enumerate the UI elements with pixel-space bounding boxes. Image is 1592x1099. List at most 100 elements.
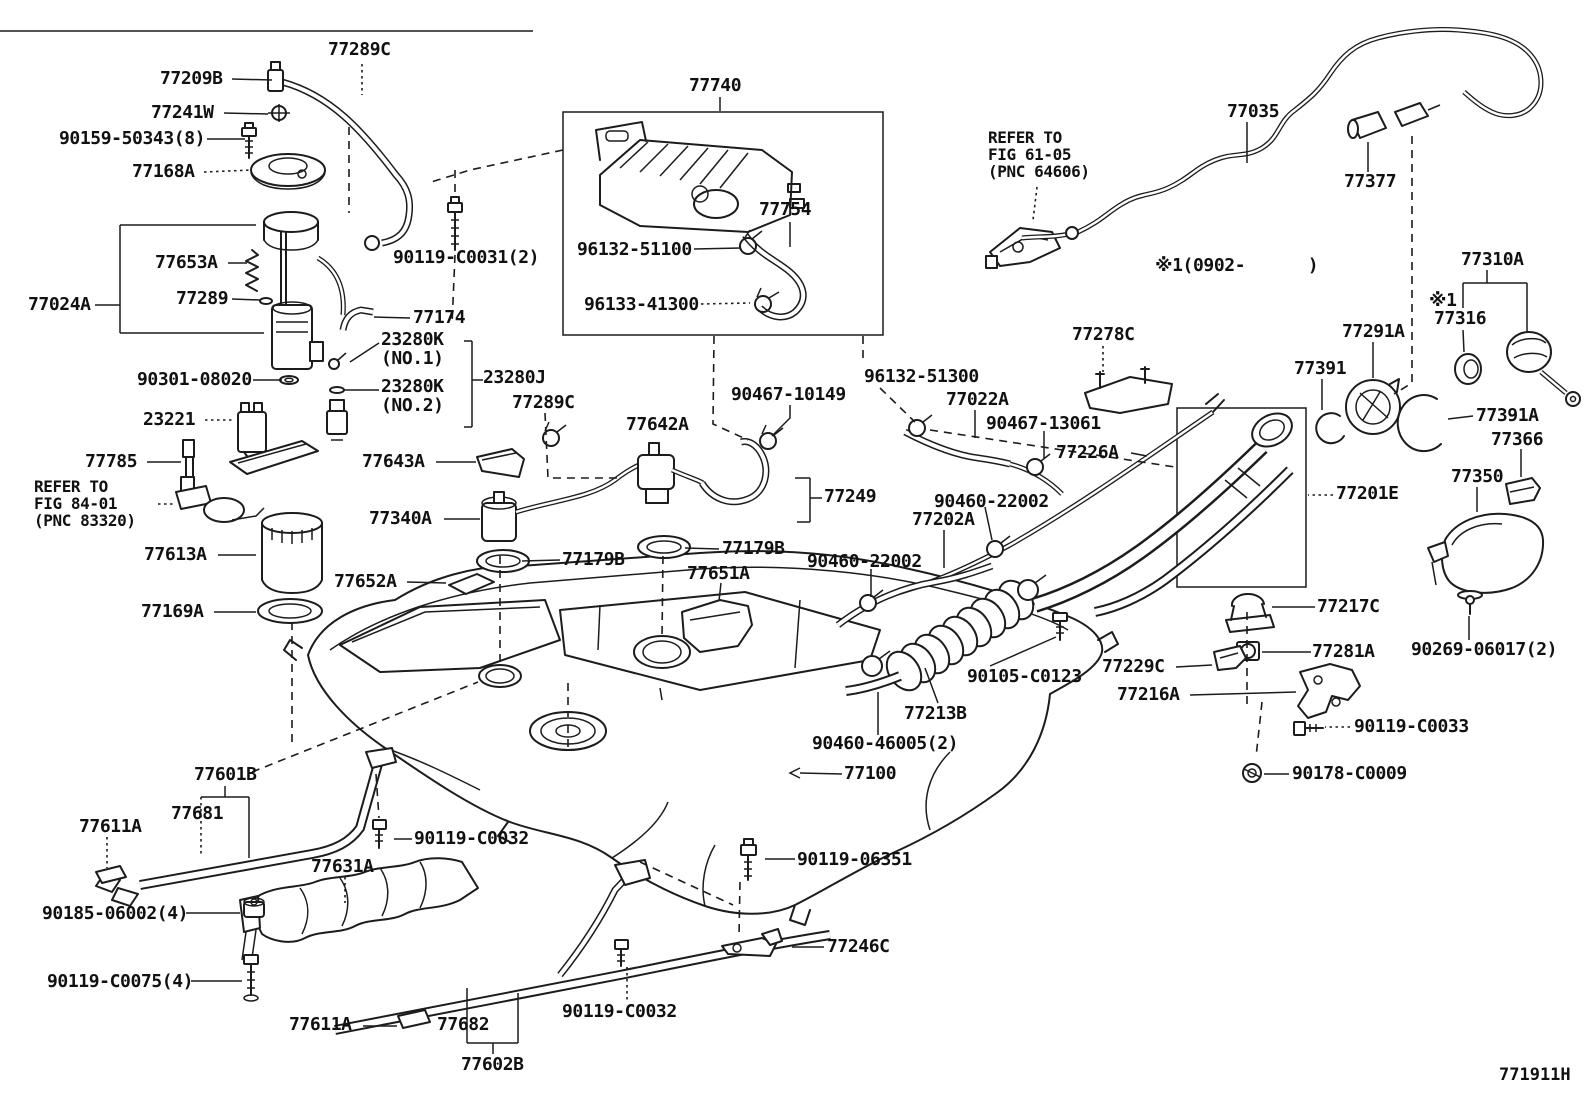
construction-dashed-lines bbox=[252, 64, 1412, 936]
part-label-90467-13061: 90467-13061 bbox=[986, 413, 1101, 434]
part-label-77350: 77350 bbox=[1451, 466, 1504, 487]
grommet-77316 bbox=[1455, 354, 1481, 384]
suction-elbow-77174 bbox=[343, 310, 373, 330]
filler-pipe-assembly-box bbox=[1177, 408, 1306, 587]
clamp-90460-22002-lower bbox=[860, 590, 883, 611]
cable-lock-cylinder-77377 bbox=[1348, 103, 1440, 138]
bracket-77246c bbox=[722, 929, 782, 956]
part-label-90119-C0033: 90119-C0033 bbox=[1354, 716, 1469, 737]
bolt-90119-c0075 bbox=[244, 955, 258, 1001]
part-label-90178-C0009: 90178-C0009 bbox=[1292, 763, 1407, 784]
part-label-77391: 77391 bbox=[1294, 358, 1347, 379]
fuel-tank-drawing bbox=[284, 551, 1118, 925]
part-label-77611A: 77611A bbox=[289, 1014, 352, 1035]
pump-plate-77168a bbox=[251, 154, 325, 189]
part-label-77377: 77377 bbox=[1344, 171, 1397, 192]
part-label-77278C: 77278C bbox=[1072, 324, 1135, 345]
part-label-77281A: 77281A bbox=[1312, 641, 1375, 662]
part-label-77035: 77035 bbox=[1227, 101, 1280, 122]
part-label-90301-08020: 90301-08020 bbox=[137, 369, 252, 390]
part-label-77168A: 77168A bbox=[132, 161, 195, 182]
part-label-96133-41300: 96133-41300 bbox=[584, 294, 699, 315]
part-label-77316: 77316 bbox=[1434, 308, 1487, 329]
part-label-90119-C0032: 90119-C0032 bbox=[414, 828, 529, 849]
fuel-filter-77340a bbox=[482, 492, 516, 541]
part-label-23280K-(NO.2): 23280K(NO.2) bbox=[381, 376, 444, 416]
part-label-23280J: 23280J bbox=[483, 367, 546, 388]
fuel-pump-23221 bbox=[230, 403, 318, 474]
part-label-77740: 77740 bbox=[689, 75, 742, 96]
part-label-77754: 77754 bbox=[759, 199, 812, 220]
band-end-77611a-front bbox=[96, 866, 126, 883]
nut-90185-06002 bbox=[244, 898, 264, 917]
part-label-77226A: 77226A bbox=[1056, 442, 1119, 463]
part-label-90185-06002(4): 90185-06002(4) bbox=[42, 903, 189, 924]
fuel-cap-77310a bbox=[1507, 332, 1580, 406]
part-label-77631A: 77631A bbox=[311, 856, 374, 877]
band-end-77611a-rear bbox=[398, 1010, 430, 1028]
tank-band-upper-77601b bbox=[96, 748, 396, 906]
release-cable-77035 bbox=[1022, 29, 1541, 239]
part-label-※1: ※1 bbox=[1429, 290, 1457, 311]
part-label-77602B: 77602B bbox=[461, 1054, 524, 1075]
part-label-77651A: 77651A bbox=[687, 563, 750, 584]
cap-assembly-77291a bbox=[1346, 379, 1400, 434]
part-label-77613A: 77613A bbox=[144, 544, 207, 565]
part-label-77611A: 77611A bbox=[79, 816, 142, 837]
charcoal-canister-drawing bbox=[596, 122, 804, 232]
part-label-90467-10149: 90467-10149 bbox=[731, 384, 846, 405]
part-label-90269-06017(2): 90269-06017(2) bbox=[1411, 639, 1558, 660]
clamp-90460-46005-b bbox=[1018, 575, 1046, 600]
part-label-77201E: 77201E bbox=[1336, 483, 1399, 504]
bolt-90119-c0032-lower bbox=[615, 940, 628, 966]
cushion-77652a bbox=[449, 574, 494, 594]
breather-bracket-77278c bbox=[1085, 367, 1172, 413]
part-label-90105-C0123: 90105-C0123 bbox=[967, 666, 1082, 687]
part-label-77202A: 77202A bbox=[912, 509, 975, 530]
nut-90178-c0009 bbox=[1243, 764, 1261, 782]
part-label-77022A: 77022A bbox=[946, 389, 1009, 410]
diagram-code: 771911H bbox=[1499, 1065, 1571, 1085]
hose-clamp-96133-41300-icon bbox=[755, 296, 771, 312]
part-label-77217C: 77217C bbox=[1317, 596, 1380, 617]
ring-77179b-right bbox=[638, 536, 690, 558]
part-label-90119-C0031(2): 90119-C0031(2) bbox=[393, 247, 540, 268]
fuel-hose-77249 bbox=[702, 442, 766, 502]
clamp-90460-22002-upper bbox=[987, 536, 1010, 557]
part-label-23221: 23221 bbox=[143, 409, 196, 430]
part-label-77682: 77682 bbox=[437, 1014, 490, 1035]
part-label-23280K-(NO.1): 23280K(NO.1) bbox=[381, 329, 444, 369]
part-label-77310A: 77310A bbox=[1461, 249, 1524, 270]
part-label-77366: 77366 bbox=[1491, 429, 1544, 450]
snap-ring-77391 bbox=[1316, 413, 1344, 443]
part-label-77289: 77289 bbox=[176, 288, 229, 309]
part-label-90460-22002: 90460-22002 bbox=[934, 491, 1049, 512]
part-label-77652A: 77652A bbox=[334, 571, 397, 592]
part-label-90460-46005(2): 90460-46005(2) bbox=[812, 733, 959, 754]
washer-77289-icon bbox=[260, 298, 272, 304]
bolt-90119-c0032-upper bbox=[373, 820, 386, 848]
part-label-77601B: 77601B bbox=[194, 764, 257, 785]
pump-sub-tank-77613a bbox=[262, 513, 322, 593]
clamp-90467-13061 bbox=[1027, 454, 1050, 475]
bolt-90119-06351 bbox=[741, 839, 756, 880]
part-label-77643A: 77643A bbox=[362, 451, 425, 472]
grommet-77241w bbox=[268, 104, 290, 122]
part-label-77642A: 77642A bbox=[626, 414, 689, 435]
bolt-90119-c0031 bbox=[448, 197, 462, 250]
bolt-90159-50343 bbox=[242, 123, 256, 158]
part-label-77100: 77100 bbox=[844, 763, 897, 784]
part-label-90159-50343(8): 90159-50343(8) bbox=[59, 128, 206, 149]
part-label-77681: 77681 bbox=[171, 803, 224, 824]
hose-clamp-96132-51100-icon bbox=[740, 238, 756, 254]
part-label-77785: 77785 bbox=[85, 451, 138, 472]
filler-hoses-and-clamps bbox=[838, 415, 1067, 691]
canister-assembly-box bbox=[563, 112, 883, 335]
clamp-90467-10149 bbox=[760, 425, 783, 449]
fuel-line-mid-drawing bbox=[449, 422, 783, 652]
part-label-77289C: 77289C bbox=[512, 392, 575, 413]
